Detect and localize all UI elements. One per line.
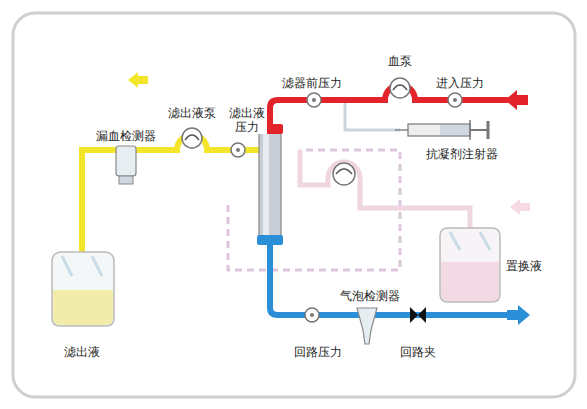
effluent-pump xyxy=(182,128,202,148)
component-label: 进入压力 xyxy=(435,76,485,90)
pressure-gauge xyxy=(307,93,321,107)
pressure-gauge xyxy=(231,143,245,157)
component-label: 滤出液 xyxy=(63,345,101,359)
bubble-detector xyxy=(357,308,377,344)
inflow-arrow xyxy=(505,90,528,110)
return-clamp xyxy=(410,307,426,323)
arterial-tube xyxy=(270,85,508,130)
component-label: 气泡检测器 xyxy=(339,289,401,303)
component-label: 滤器前压力 xyxy=(281,76,343,90)
component-label: 置换液 xyxy=(505,259,543,273)
component-label: 回路压力 xyxy=(293,345,343,359)
replacement-pump xyxy=(333,163,355,185)
component-label: 抗凝剂注射器 xyxy=(425,147,499,161)
anticoagulant-tube xyxy=(345,100,400,130)
frame xyxy=(13,13,575,397)
outflow-arrow xyxy=(507,305,530,325)
effluent-arrow xyxy=(128,72,148,88)
effluent-tube xyxy=(82,135,259,255)
replacement-bag xyxy=(440,228,500,302)
component-label: 血泵 xyxy=(387,54,413,68)
blood-pump xyxy=(390,78,410,98)
filter-cap xyxy=(257,235,283,245)
component-label: 回路夹 xyxy=(399,345,437,359)
replacement-tube xyxy=(300,150,470,228)
blood-leak-detector xyxy=(116,146,136,176)
component-label: 滤出液泵 xyxy=(167,106,217,120)
pressure-gauge xyxy=(448,93,462,107)
replacement-arrow xyxy=(510,199,530,215)
filter xyxy=(259,128,281,240)
pressure-gauge xyxy=(305,308,319,322)
component-label: 漏血检测器 xyxy=(95,129,157,143)
effluent-bag xyxy=(52,252,114,326)
syringe xyxy=(408,124,470,136)
component-label: 滤出液 压力 xyxy=(227,106,267,134)
